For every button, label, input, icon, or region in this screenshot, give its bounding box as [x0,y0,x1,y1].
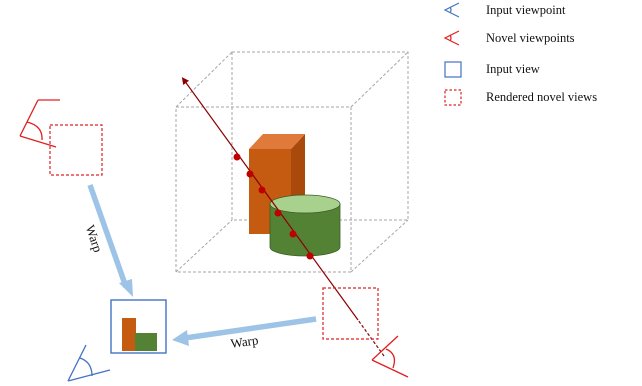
warp-arrow-top [87,184,133,297]
sample-point [233,153,241,161]
sample-point [274,209,282,217]
legend-label: Input view [486,62,540,76]
green-cylinder [269,194,341,257]
novel-viewpoint-bottom-right [322,287,409,378]
ray-dashed-segment [357,319,385,357]
viewpoint-camera-icon [67,344,111,382]
legend-item-input-viewpoint: Input viewpoint [443,2,566,18]
sample-point [258,186,266,194]
warp-label-bottom: Warp [230,332,260,351]
input-view-cuboid [122,318,136,351]
ray-line [181,77,359,321]
legend-item-rendered-novel-views: Rendered novel views [444,89,597,106]
novel-viewpoint-top-left [19,99,103,176]
legend-item-novel-viewpoints: Novel viewpoints [443,30,575,46]
cube-edge [175,51,233,108]
legend-label: Input viewpoint [486,3,566,17]
viewpoint-camera-icon [371,335,409,378]
sample-point [306,252,314,260]
cube-edge [350,219,409,273]
sample-point [246,170,254,178]
camera-ray [181,77,385,357]
input-view-cylinder [135,333,157,351]
legend-label: Novel viewpoints [486,31,575,45]
warp-arrow-bottom [172,316,317,346]
cylinder-top [269,194,341,214]
viewpoint-camera-icon [443,30,460,46]
warp-arrowhead [172,330,189,346]
cuboid-top [249,134,305,149]
dashed-square-icon [444,89,462,106]
cube-edge [350,51,409,108]
input-view [110,299,167,354]
warp-arrow-shaft [87,184,129,288]
solid-square-icon [444,61,462,78]
sample-point [289,230,297,238]
rendered-novel-view-frame [49,124,103,176]
legend: Input viewpoint Novel viewpoints Input v… [443,2,597,106]
rendered-novel-view-frame [322,287,379,340]
cube-edge [175,219,233,273]
viewpoint-camera-icon [443,2,460,18]
warp-arrowhead [119,279,133,297]
input-viewpoint-camera [67,344,111,382]
viewpoint-camera-icon [19,99,60,148]
legend-label: Rendered novel views [486,90,597,104]
warp-arrow-shaft [184,316,317,341]
legend-item-input-view: Input view [444,61,540,78]
cube-front-face [175,106,352,273]
